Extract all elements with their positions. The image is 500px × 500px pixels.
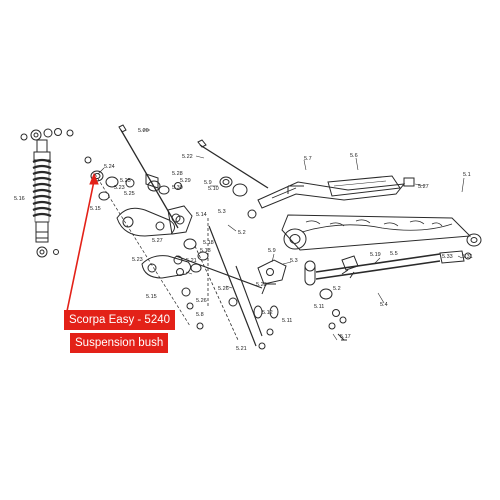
leader-lines [97,129,465,341]
label-5-31: 5.31 [462,254,473,260]
label-5-13: 5.13 [200,248,211,254]
label-5-25: 5.25 [124,191,135,197]
label-5-3-upper: 5.3 [218,209,226,215]
label-5-17: 5.17 [340,334,351,340]
label-5-12: 5.12 [262,310,273,316]
swing-arm [281,214,482,251]
label-5-11-right: 5.11 [314,304,324,310]
label-5-30: 5.30 [172,185,183,191]
label-5-21-mid: 5.21 [186,258,197,264]
label-5-4: 5.4 [380,302,388,308]
label-5-29: 5.29 [180,178,191,184]
product-callout: Scorpa Easy - 5240 [64,310,176,330]
label-5-16: 5.16 [14,196,25,202]
chain-guide [257,175,415,209]
label-5-2-upper: 5.2 [238,230,246,236]
label-5-9: 5.9 [268,248,276,254]
label-5-27-top: 5.27 [418,184,429,190]
label-5-28: 5.28 [172,171,183,177]
label-5-22: 5.22 [182,154,193,160]
label-5-14: 5.14 [196,212,207,218]
label-5-7: 5.7 [304,156,312,162]
part-number-labels: 5.20 5.22 5.7 5.6 5.24 5.27 5.1 5.16 5.2… [14,128,473,352]
label-5-20: 5.20 [138,128,149,134]
callout-arrow [65,180,95,317]
label-5-25-upper: 5.25 [120,178,131,184]
label-5-33: 5.33 [442,254,453,260]
label-5-8: 5.8 [196,312,204,318]
label-5-6: 5.6 [350,153,358,159]
label-5-18: 5.18 [203,240,214,246]
lower-tie-rod [315,250,472,280]
label-5-26-lower: 5.26 [196,298,207,304]
label-5-26: 5.26 [218,286,229,292]
shock-absorber [20,128,74,258]
label-5-23-right: 5.23 [256,282,267,288]
label-5-24: 5.24 [104,164,115,170]
label-5-2: 5.2 [333,286,341,292]
label-5-1: 5.1 [463,172,471,178]
label-5-15: 5.15 [146,294,157,300]
label-5-3: 5.3 [290,258,298,264]
label-5-19: 5.19 [370,252,381,258]
label-5-23: 5.23 [132,257,143,263]
label-5-11: 5.11 [282,318,292,324]
label-5-10: 5.10 [208,186,219,192]
label-5-27-mid: 5.27 [152,238,163,244]
label-5-5: 5.5 [390,251,398,257]
part-callout: Suspension bush [70,333,169,353]
label-5-15-upper: 5.15 [90,206,101,212]
small-parts [84,156,347,350]
rocker-arms [116,205,287,295]
label-5-21: 5.21 [236,346,247,352]
label-5-9-upper: 5.9 [204,180,212,186]
label-5-23-upper: 5.23 [114,185,125,191]
